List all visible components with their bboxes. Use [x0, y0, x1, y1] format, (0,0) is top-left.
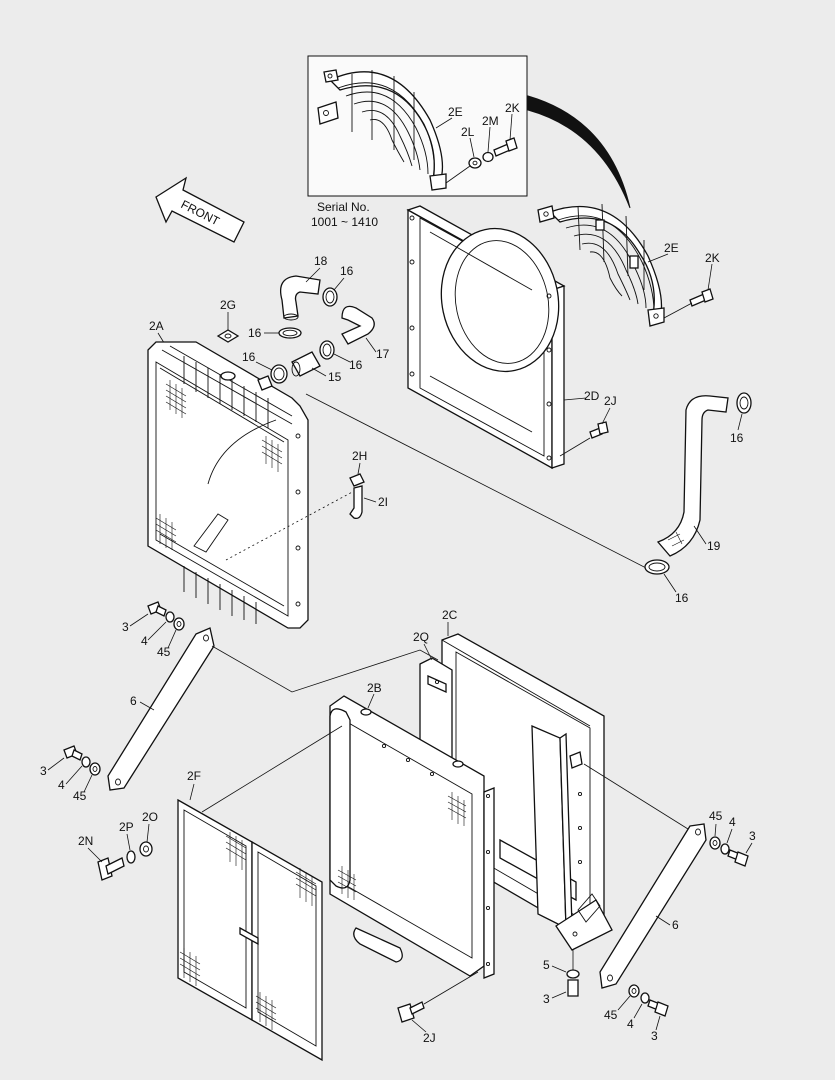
washer-2O	[139, 841, 153, 857]
clamp-16-b	[278, 327, 302, 339]
washer-45-b	[89, 762, 101, 776]
callout-17: 17	[376, 347, 390, 361]
fan-shroud-2D	[406, 205, 566, 470]
cap-2G	[216, 329, 240, 343]
radiator-2A	[147, 341, 309, 629]
callout-16-c: 16	[242, 350, 256, 364]
clamp-16-c	[270, 364, 288, 384]
callout-2D: 2D	[584, 389, 600, 403]
lower-hose-19	[656, 395, 729, 557]
inset-bolt-2K	[493, 137, 518, 157]
clamp-16-a	[322, 287, 338, 307]
callout-15: 15	[328, 370, 342, 384]
callout-2E-inset: 2E	[448, 105, 463, 119]
callout-2I: 2I	[378, 495, 388, 509]
callout-6-a: 6	[130, 694, 137, 708]
inset-lockwasher-2M	[482, 151, 494, 163]
callout-2K: 2K	[705, 251, 720, 265]
callout-16-f: 16	[675, 591, 689, 605]
inset-fan-guard	[317, 69, 447, 191]
callout-16-a: 16	[340, 264, 354, 278]
bolt-3-e	[647, 999, 669, 1017]
bolt-3-b	[63, 745, 83, 761]
bolt-3-a	[147, 601, 167, 617]
callout-2C: 2C	[442, 608, 458, 622]
callout-45-d: 45	[604, 1008, 618, 1022]
callout-16-d: 16	[349, 358, 363, 372]
callout-45-a: 45	[157, 645, 171, 659]
callout-2N: 2N	[78, 834, 93, 848]
clamp-16-e	[736, 392, 752, 414]
callout-2E: 2E	[664, 241, 679, 255]
upper-hose-18	[279, 275, 321, 321]
wing-bolt-2N	[97, 857, 125, 881]
serial-label: Serial No.	[317, 200, 370, 214]
callout-4-c: 4	[729, 815, 736, 829]
clamp-16-f	[644, 559, 670, 575]
callout-5: 5	[543, 958, 550, 972]
bolt-2J-bottom	[397, 1001, 425, 1023]
callout-18: 18	[314, 254, 328, 268]
washer-5	[566, 969, 580, 979]
bolt-2K	[689, 288, 714, 307]
bolt-3-d	[567, 979, 579, 997]
callout-2K-inset: 2K	[505, 101, 520, 115]
washer-2P	[126, 850, 136, 864]
washer-45-d	[628, 984, 640, 998]
callout-2B: 2B	[367, 681, 382, 695]
inset-washer-2L	[468, 157, 482, 169]
callout-16-b: 16	[248, 326, 262, 340]
front-direction-arrow: FRONT	[155, 176, 245, 243]
hose-15	[291, 351, 321, 377]
callout-16-e: 16	[730, 431, 744, 445]
callout-2H: 2H	[352, 449, 367, 463]
lockwasher-4-c	[720, 843, 730, 855]
callout-4-d: 4	[627, 1017, 634, 1031]
oil-cooler-2B	[329, 695, 495, 979]
inset-pointer-arrow	[527, 95, 631, 209]
callout-2P: 2P	[119, 820, 134, 834]
stay-6-right	[599, 823, 707, 989]
washer-45-a	[173, 617, 185, 631]
callout-3-b: 3	[40, 764, 47, 778]
stay-6-left	[107, 627, 215, 791]
clamp-16-d	[319, 340, 335, 360]
drain-hose-2I	[349, 485, 363, 520]
callout-3-d: 3	[543, 992, 550, 1006]
callout-45-b: 45	[73, 789, 87, 803]
lockwasher-4-a	[165, 611, 175, 623]
screen-2F	[177, 798, 323, 1062]
drain-fitting-2H	[349, 473, 365, 487]
lockwasher-4-d	[640, 992, 650, 1004]
bolt-3-c	[727, 849, 749, 867]
callout-4-a: 4	[141, 634, 148, 648]
callout-2O: 2O	[142, 810, 158, 824]
callout-3-a: 3	[122, 620, 129, 634]
lockwasher-4-b	[81, 756, 91, 768]
callout-2J-bottom: 2J	[423, 1031, 436, 1045]
bolt-bracket	[569, 751, 583, 769]
callout-4-b: 4	[58, 778, 65, 792]
callout-2G: 2G	[220, 298, 236, 312]
washer-45-c	[709, 836, 721, 850]
serial-range: 1001 ~ 1410	[311, 215, 378, 229]
callout-3-e: 3	[651, 1029, 658, 1043]
serial-inset-box: 2E 2L 2M 2K	[307, 55, 528, 197]
callout-19: 19	[707, 539, 721, 553]
callout-2A: 2A	[149, 319, 164, 333]
callout-2J-top: 2J	[604, 394, 617, 408]
callout-2M: 2M	[482, 114, 499, 128]
callout-2Q: 2Q	[413, 630, 429, 644]
callout-45-c: 45	[709, 809, 723, 823]
fan-guard-2E	[537, 203, 665, 327]
hose-17	[341, 305, 375, 345]
callout-2F: 2F	[187, 769, 201, 783]
bolt-2J-top	[589, 421, 609, 439]
callout-2L: 2L	[461, 125, 475, 139]
callout-6-b: 6	[672, 918, 679, 932]
callout-3-c: 3	[749, 829, 756, 843]
